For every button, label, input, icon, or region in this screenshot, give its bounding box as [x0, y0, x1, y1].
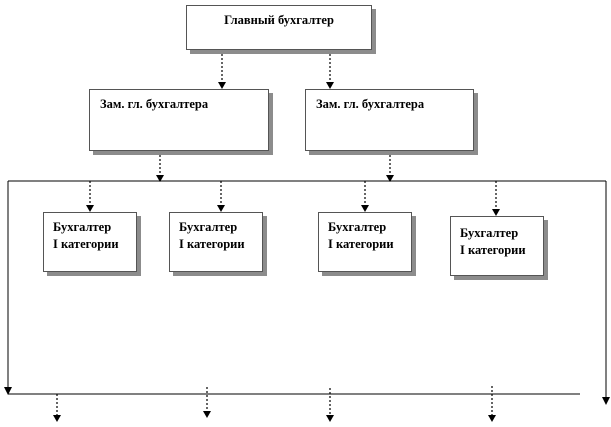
arrowhead-acc2	[217, 205, 225, 212]
accountant-title-3: Бухгалтер	[328, 220, 387, 234]
arrowhead-bottom-1	[53, 415, 61, 422]
chief-accountant-label: Главный бухгалтер	[224, 13, 334, 27]
accountant-category-2: I категории	[179, 237, 245, 251]
arrowhead-acc1	[86, 205, 94, 212]
arrowhead-acc3	[361, 205, 369, 212]
outer-bracket	[7, 180, 607, 398]
arrowhead-dep1	[218, 82, 226, 89]
accountant-box-3: Бухгалтер I категории	[318, 212, 412, 272]
accountant-box-4: Бухгалтер I категории	[450, 216, 544, 276]
deputy-chief-label-1: Зам. гл. бухгалтера	[100, 97, 209, 111]
deputy-chief-box-2: Зам. гл. бухгалтера	[305, 89, 474, 151]
arrowhead-bottom-3	[326, 415, 334, 422]
arrowhead-left	[4, 387, 12, 395]
arrowhead-bottom-4	[488, 415, 496, 422]
accountant-box-1: Бухгалтер I категории	[43, 212, 137, 272]
accountant-box-2: Бухгалтер I категории	[169, 212, 263, 272]
accountant-title-2: Бухгалтер	[179, 220, 238, 234]
arrowhead-bracket-2	[386, 175, 394, 182]
deputy-chief-box-1: Зам. гл. бухгалтера	[89, 89, 269, 151]
accountant-category-1: I категории	[53, 237, 119, 251]
accountant-category-3: I категории	[328, 237, 394, 251]
arrowhead-acc4	[492, 209, 500, 216]
arrowhead-bracket-1	[156, 175, 164, 182]
accountant-title-4: Бухгалтер	[460, 226, 519, 240]
arrowhead-right	[602, 397, 610, 405]
arrowhead-bottom-2	[203, 411, 211, 418]
chief-accountant-box: Главный бухгалтер	[186, 5, 372, 50]
deputy-chief-label-2: Зам. гл. бухгалтера	[316, 97, 425, 111]
accountant-category-4: I категории	[460, 243, 526, 257]
arrowhead-dep2	[326, 82, 334, 89]
accountant-title-1: Бухгалтер	[53, 220, 112, 234]
